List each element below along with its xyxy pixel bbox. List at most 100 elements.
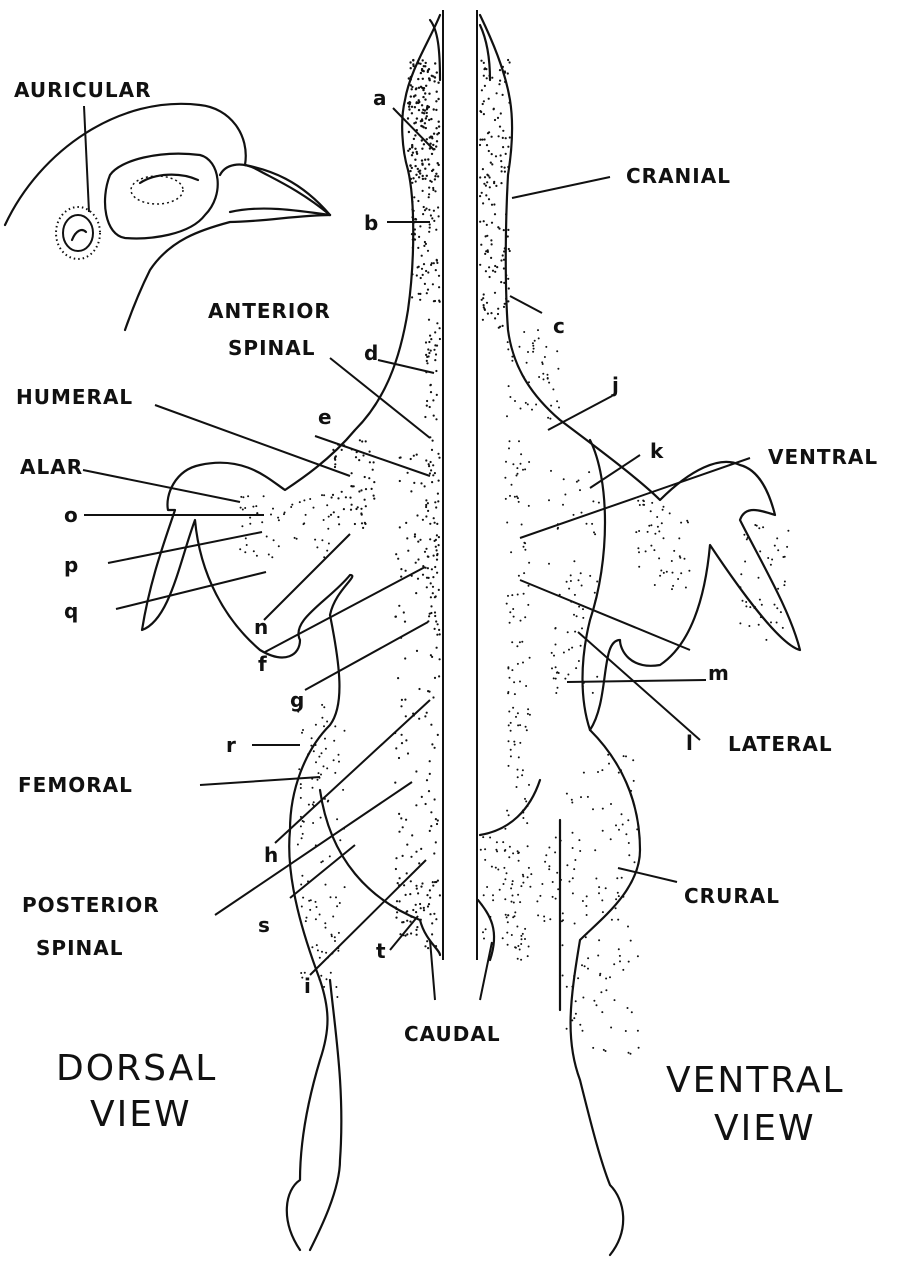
stipple-dot <box>255 505 257 507</box>
stipple-dot <box>330 514 332 516</box>
stipple-dot <box>298 768 300 770</box>
stipple-dot <box>326 504 328 506</box>
stipple-dot <box>511 934 513 936</box>
head-inset <box>5 104 330 330</box>
stipple-dot <box>630 1053 632 1055</box>
stipple-dot <box>503 229 505 231</box>
stipple-dot <box>494 213 496 215</box>
stipple-dot <box>321 951 323 953</box>
stipple-dot <box>428 790 430 792</box>
stipple-dot <box>628 842 630 844</box>
stipple-dot <box>490 257 492 259</box>
stipple-dot <box>422 190 424 192</box>
stipple-dot <box>431 933 433 935</box>
stipple-dot <box>434 566 436 568</box>
stipple-dot <box>413 138 415 140</box>
stipple-dot <box>309 498 311 500</box>
stipple-dot <box>411 273 413 275</box>
stipple-dot <box>345 496 347 498</box>
stipple-dot <box>504 898 506 900</box>
stipple-dot <box>503 883 505 885</box>
stipple-dot <box>326 721 328 723</box>
stipple-dot <box>554 628 556 630</box>
stipple-dot <box>415 174 417 176</box>
stipple-dot <box>650 545 652 547</box>
stipple-dot <box>739 622 741 624</box>
stipple-dot <box>783 584 785 586</box>
stipple-dot <box>502 130 504 132</box>
stipple-dot <box>637 547 639 549</box>
stipple-dot <box>335 986 337 988</box>
stipple-dot <box>426 405 428 407</box>
stipple-dot <box>591 523 593 525</box>
stipple-dot <box>324 922 326 924</box>
letter-l: l <box>686 731 693 755</box>
stipple-dot <box>555 692 557 694</box>
stipple-dot <box>637 500 639 502</box>
stipple-dot <box>271 556 273 558</box>
stipple-dot <box>531 409 533 411</box>
stipple-dot <box>399 526 401 528</box>
stipple-dot <box>514 946 516 948</box>
stipple-dot <box>527 713 529 715</box>
stipple-dot <box>573 975 575 977</box>
stipple-dot <box>542 363 544 365</box>
stipple-dot <box>361 522 363 524</box>
stipple-dot <box>517 850 519 852</box>
stipple-dot <box>241 525 243 527</box>
stipple-dot <box>557 368 559 370</box>
stipple-dot <box>336 818 338 820</box>
stipple-dot <box>439 633 441 635</box>
stipple-dot <box>758 527 760 529</box>
stipple-dot <box>529 657 531 659</box>
stipple-dot <box>534 340 536 342</box>
region-labels: AURICULAR CRANIAL ANTERIOR SPINAL HUMERA… <box>14 78 878 1046</box>
stipple-dot <box>529 886 531 888</box>
stipple-dot <box>256 555 258 557</box>
stipple-dot <box>503 306 505 308</box>
stipple-dot <box>486 181 488 183</box>
stipple-dot <box>549 418 551 420</box>
stipple-dot <box>424 122 426 124</box>
stipple-dot <box>313 507 315 509</box>
stipple-dot <box>587 796 589 798</box>
stipple-dot <box>334 772 336 774</box>
stipple-dot <box>439 327 441 329</box>
stipple-dot <box>432 464 434 466</box>
stipple-dot <box>513 616 515 618</box>
stipple-dot <box>680 522 682 524</box>
stipple-dot <box>435 173 437 175</box>
stipple-dot <box>272 508 274 510</box>
stipple-dot <box>509 611 511 613</box>
stipple-dot <box>555 678 557 680</box>
stipple-dot <box>431 656 433 658</box>
stipple-dot <box>411 88 413 90</box>
stipple-dot <box>509 846 511 848</box>
letter-e: e <box>318 405 332 429</box>
stipple-dot <box>301 977 303 979</box>
stipple-dot <box>512 916 514 918</box>
stipple-dot <box>435 145 437 147</box>
stipple-dot <box>483 293 485 295</box>
stipple-dot <box>510 749 512 751</box>
stipple-dot <box>745 601 747 603</box>
stipple-dot <box>483 113 485 115</box>
stipple-dot <box>429 523 431 525</box>
stipple-dot <box>430 136 432 138</box>
stipple-dot <box>249 523 251 525</box>
stipple-dot <box>504 167 506 169</box>
stipple-dot <box>507 944 509 946</box>
stipple-dot <box>605 887 607 889</box>
stipple-dot <box>416 274 418 276</box>
stipple-dot <box>321 494 323 496</box>
stipple-dot <box>429 773 431 775</box>
stipple-dot <box>424 168 426 170</box>
stipple-dot <box>524 549 526 551</box>
stipple-dot <box>425 803 427 805</box>
stipple-dot <box>605 978 607 980</box>
stipple-dot <box>517 712 519 714</box>
stipple-dot <box>247 495 249 497</box>
stipple-dot <box>438 629 440 631</box>
caption-dorsal-2: VIEW <box>90 1094 192 1135</box>
stipple-dot <box>313 750 315 752</box>
